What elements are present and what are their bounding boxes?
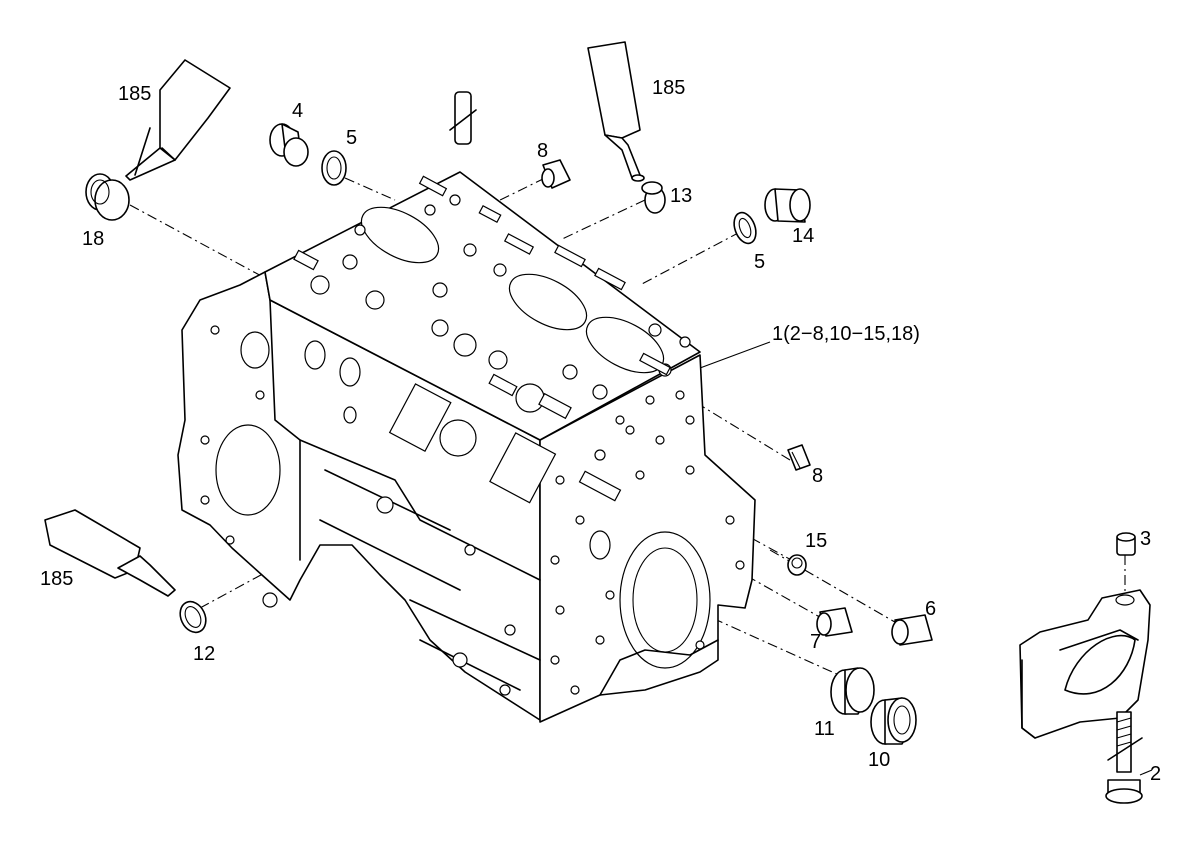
label-part-2: 2 [1150, 763, 1161, 785]
label-part-13: 13 [670, 185, 692, 207]
part-6-plug [891, 614, 933, 646]
bearing-cap [1019, 589, 1151, 739]
label-part-5-top: 5 [346, 127, 357, 149]
part-18-plug [85, 173, 130, 221]
part-7-plug [816, 607, 853, 637]
part-5-seal-top [321, 150, 347, 186]
part-5-seal-right [733, 211, 757, 245]
part-15-cap [787, 554, 807, 576]
part-labels: 185 185 185 1(2−8,10−15,18) 2 3 4 5 5 6 … [40, 77, 1161, 785]
label-part-18: 18 [82, 228, 104, 250]
sealant-tube-185-top-left [125, 59, 231, 181]
label-part-7: 7 [810, 631, 821, 653]
label-sealant-185-a: 185 [118, 83, 151, 105]
part-10-sleeve [870, 697, 917, 745]
sealant-tube-185-top-right [587, 41, 645, 182]
label-sealant-185-b: 185 [652, 77, 685, 99]
label-part-1: 1(2−8,10−15,18) [772, 323, 920, 345]
dowel-pin-top [449, 91, 477, 145]
part-14-plug [764, 188, 811, 223]
cylinder-block [177, 171, 756, 723]
part-11-sleeve [830, 667, 875, 715]
label-part-3: 3 [1140, 528, 1151, 550]
part-13-cap [641, 181, 666, 214]
label-part-10: 10 [868, 749, 890, 771]
label-part-11: 11 [814, 718, 835, 740]
part-3-dowel [1116, 532, 1136, 556]
label-part-8-top: 8 [537, 140, 548, 162]
part-4-plug [269, 123, 309, 167]
part-12-ring [179, 600, 207, 634]
label-part-5-right: 5 [754, 251, 765, 273]
leader-part-2 [1139, 769, 1153, 776]
label-part-6: 6 [925, 598, 936, 620]
leader-part-1 [699, 341, 771, 369]
part-8-plug-right [787, 444, 811, 471]
label-part-4: 4 [292, 100, 303, 122]
label-part-14: 14 [792, 225, 814, 247]
part-2-bolt [1105, 711, 1143, 804]
label-part-12: 12 [193, 643, 215, 665]
label-sealant-185-c: 185 [40, 568, 73, 590]
label-part-15: 15 [805, 530, 827, 552]
sealant-tube-185-bottom-left [44, 509, 176, 597]
label-part-8-right: 8 [812, 465, 823, 487]
part-8-plug-top [541, 159, 571, 189]
